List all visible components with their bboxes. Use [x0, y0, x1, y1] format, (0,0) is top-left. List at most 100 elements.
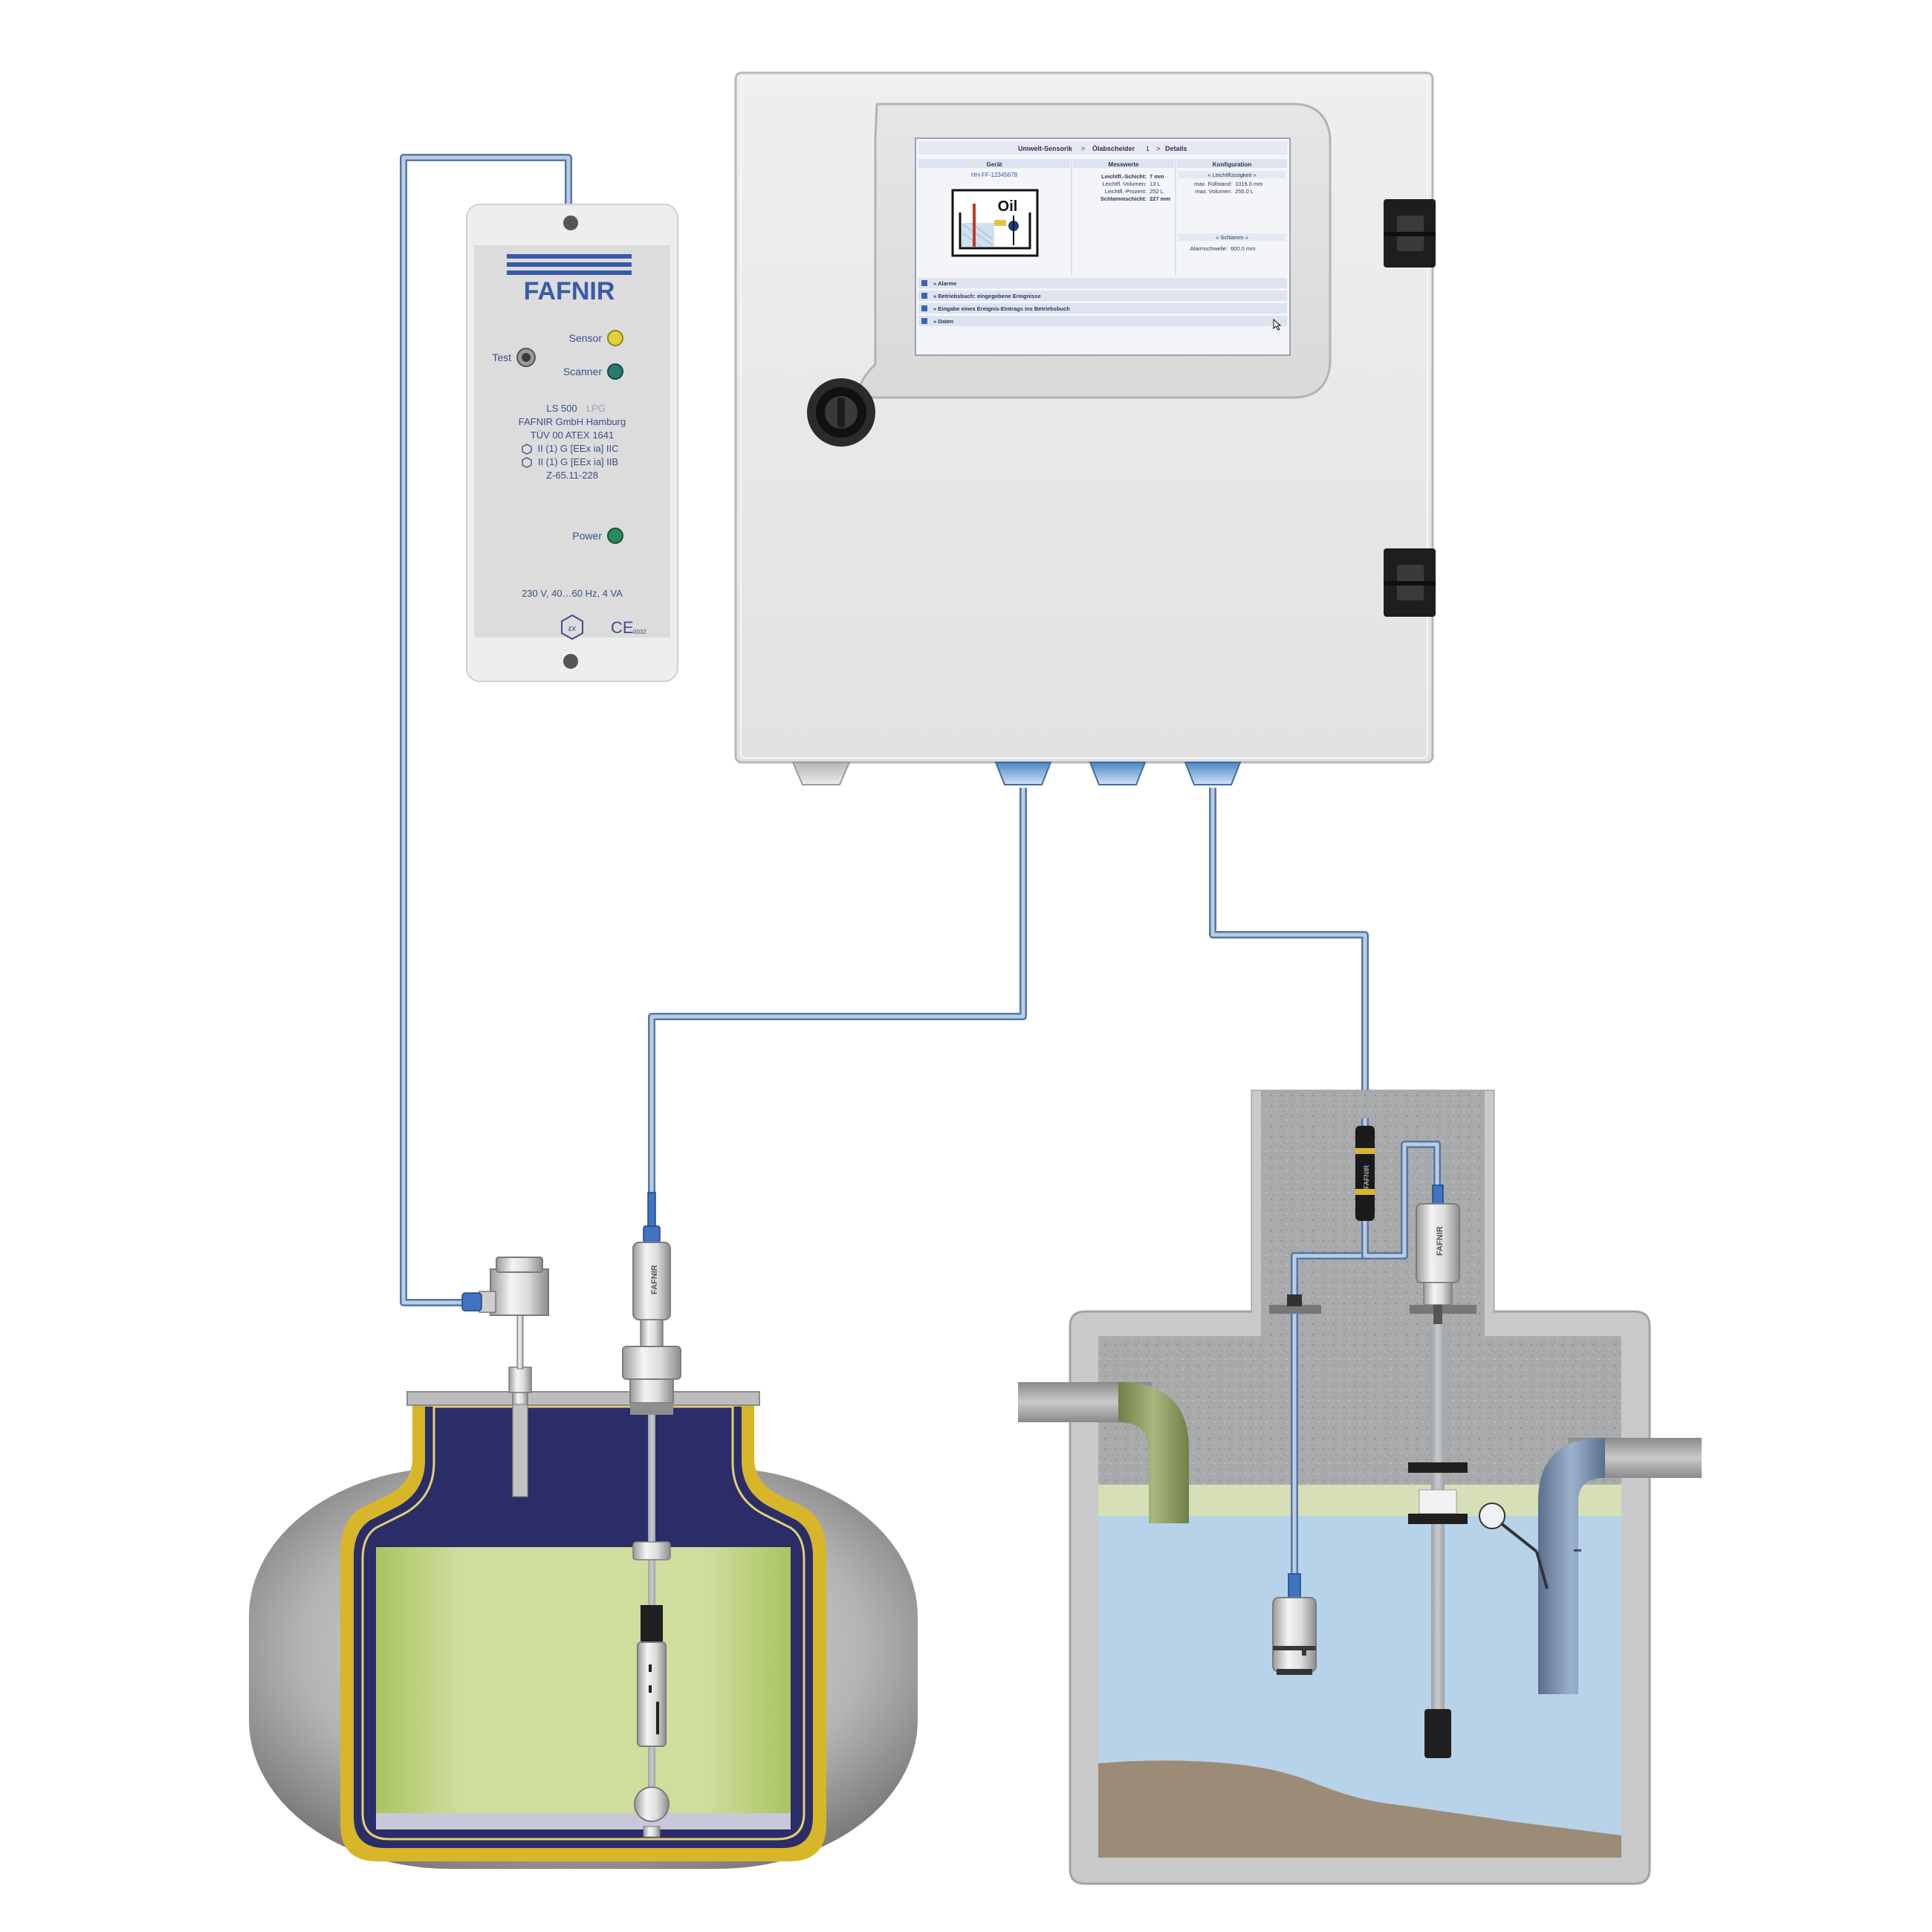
separator-probe-brand-tag: FAFNIR — [1436, 1226, 1445, 1256]
shaft-bracket-left — [1269, 1305, 1321, 1314]
shaft-bracket-right — [1410, 1305, 1476, 1314]
test-button[interactable] — [516, 348, 536, 367]
junction-connector: FAFNIR — [1355, 1126, 1375, 1221]
model-label: LS 500 — [546, 403, 577, 414]
tank-bottom-water — [376, 1813, 791, 1829]
oil-separator: FAFNIR FAFNIR — [1018, 1089, 1702, 1885]
separator-float-upper — [1408, 1462, 1468, 1473]
mount-hole-top — [563, 215, 578, 230]
marking1-label: II (1) G [EEx ia] IIC — [537, 443, 618, 454]
screen-content: Umwelt-Sensorik > Ölabscheider 1 > Detai… — [918, 141, 1287, 331]
lpg-overfill-sensor — [461, 1257, 549, 1497]
sludge-sensor — [1272, 1573, 1317, 1675]
lpg-tank: FAFNIR — [249, 1192, 918, 1869]
breadcrumb-num: 1 — [1146, 145, 1150, 152]
measurement-value-1: 7 mm — [1150, 173, 1164, 180]
cable-gland-grey — [791, 762, 851, 785]
controller-enclosure — [734, 71, 1436, 785]
measurement-label-4: Schlammschicht: — [1100, 195, 1147, 202]
density-float — [634, 1786, 670, 1822]
mouse-cursor-icon — [1273, 318, 1282, 331]
config-section-schlamm[interactable]: « Schlamm » — [1216, 234, 1248, 241]
oil-layer-probe: FAFNIR — [1408, 1184, 1468, 1758]
hinge-top — [1384, 199, 1436, 268]
probe-brand-tag: FAFNIR — [650, 1265, 659, 1294]
breadcrumb-sep-2: > — [1156, 145, 1160, 152]
column-header-konfiguration: Konfiguration — [1213, 161, 1252, 168]
column-header-geraet: Gerät — [987, 161, 1002, 168]
measurement-value-3: 252 L — [1150, 188, 1164, 195]
menu-item-betriebsbuch[interactable]: » Betriebsbuch: eingegebene Ereignisse — [933, 293, 1041, 299]
breadcrumb-sep-1: > — [1081, 145, 1085, 152]
cable-controller-to-tank-probe — [648, 788, 1027, 1193]
rating-label: 230 V, 40…60 Hz, 4 VA — [522, 588, 623, 599]
ce-mark-icon: CE 0032 — [611, 618, 646, 637]
measurement-label-2: Leichtfl.-Volumen: — [1102, 181, 1147, 187]
test-label: Test — [492, 351, 511, 363]
oil-separator-icon[interactable]: Oil — [951, 189, 1039, 257]
svg-text:εx: εx — [568, 624, 577, 633]
ex-mark-icon: εx — [561, 614, 583, 641]
menu-item-alarme[interactable]: » Alarme — [933, 280, 956, 287]
marking2-label: II (1) G [EEx ia] IIB — [538, 456, 618, 467]
key-switch[interactable] — [807, 378, 875, 447]
sensor-label: Sensor — [569, 332, 603, 344]
measurement-value-2: 13 L — [1150, 181, 1161, 187]
fafnir-logo: FAFNIR — [507, 254, 632, 305]
config-row1-value: 1015.0 mm — [1235, 181, 1263, 187]
hinge-bottom — [1384, 548, 1436, 617]
front-panel — [474, 245, 670, 638]
measurement-label-1: Leichtfl.-Schicht: — [1101, 173, 1147, 180]
tank-inner-yellow-line — [361, 1405, 805, 1841]
column-header-messwerte: Messwerte — [1109, 161, 1139, 168]
ce-number: 0032 — [633, 629, 646, 635]
sensor-led-icon — [607, 330, 623, 346]
svg-text:CE: CE — [611, 618, 634, 637]
model-suffix: LPG — [586, 403, 606, 414]
inlet-pipe — [1018, 1382, 1189, 1523]
cable-controller-to-separator — [1209, 788, 1369, 1118]
cert-label: TÜV 00 ATEX 1641 — [531, 429, 615, 441]
config-row3-value: 600.0 mm — [1231, 245, 1255, 252]
config-row1-label: max. Füllstand: — [1194, 181, 1232, 187]
cable-gland-blue-3 — [1184, 762, 1242, 785]
float-switch — [1479, 1503, 1549, 1589]
mount-hole-bottom — [563, 654, 578, 669]
tank-manhole-flange — [406, 1391, 760, 1406]
breadcrumb-umwelt[interactable]: Umwelt-Sensorik — [1018, 145, 1073, 152]
scanner-led-icon — [607, 363, 623, 380]
scanner-label: Scanner — [563, 366, 602, 377]
menu-list: » Alarme » Betriebsbuch: eingegebene Ere… — [918, 278, 1287, 331]
config-row3-label: Alarmschwelle: — [1190, 245, 1228, 252]
power-led-icon — [607, 528, 623, 544]
oil-icon-label: Oil — [998, 198, 1018, 215]
outlet-pipe — [1538, 1438, 1702, 1694]
separator-float-lower — [1408, 1514, 1468, 1524]
device-id[interactable]: HH-FF-12345678 — [971, 172, 1018, 178]
cable-gland-blue-1 — [994, 762, 1052, 785]
breadcrumb-details[interactable]: Details — [1165, 145, 1187, 152]
ex-symbol-icon — [522, 444, 532, 468]
approval-label: Z-65.11-228 — [546, 470, 598, 481]
menu-item-eintrag[interactable]: » Eingabe eines Ereignis-Eintrags ins Be… — [933, 305, 1070, 312]
config-row2-value: 255.0 L — [1235, 188, 1254, 195]
sludge-zone — [1098, 1760, 1621, 1858]
power-label: Power — [572, 530, 602, 542]
ls500-unit: FAFNIR Sensor Scanner Test LS 500 LPG FA… — [466, 204, 678, 682]
tank-liquid — [376, 1547, 791, 1829]
cables — [400, 154, 1369, 1306]
config-row2-label: max. Volumen: — [1195, 188, 1232, 195]
junction-brand-tag: FAFNIR — [1363, 1164, 1370, 1189]
company-label: FAFNIR GmbH Hamburg — [519, 416, 626, 427]
measurement-value-4: 227 mm — [1150, 195, 1170, 202]
fafnir-logo-text: FAFNIR — [524, 277, 615, 305]
tank-level-probe: FAFNIR — [622, 1192, 681, 1838]
config-section-leichtfl[interactable]: « Leichtflüssigkeit » — [1208, 172, 1256, 178]
menu-item-daten[interactable]: » Daten — [933, 318, 954, 325]
breadcrumb-oelabscheider[interactable]: Ölabscheider — [1092, 145, 1135, 152]
configuration-list: « Leichtflüssigkeit » max. Füllstand: 10… — [1179, 171, 1286, 252]
cable-gland-blue-2 — [1089, 762, 1147, 785]
measurement-label-3: Leichtfl.-Prozent: — [1105, 188, 1147, 195]
lpg-sensor-blue-gland — [461, 1292, 482, 1312]
